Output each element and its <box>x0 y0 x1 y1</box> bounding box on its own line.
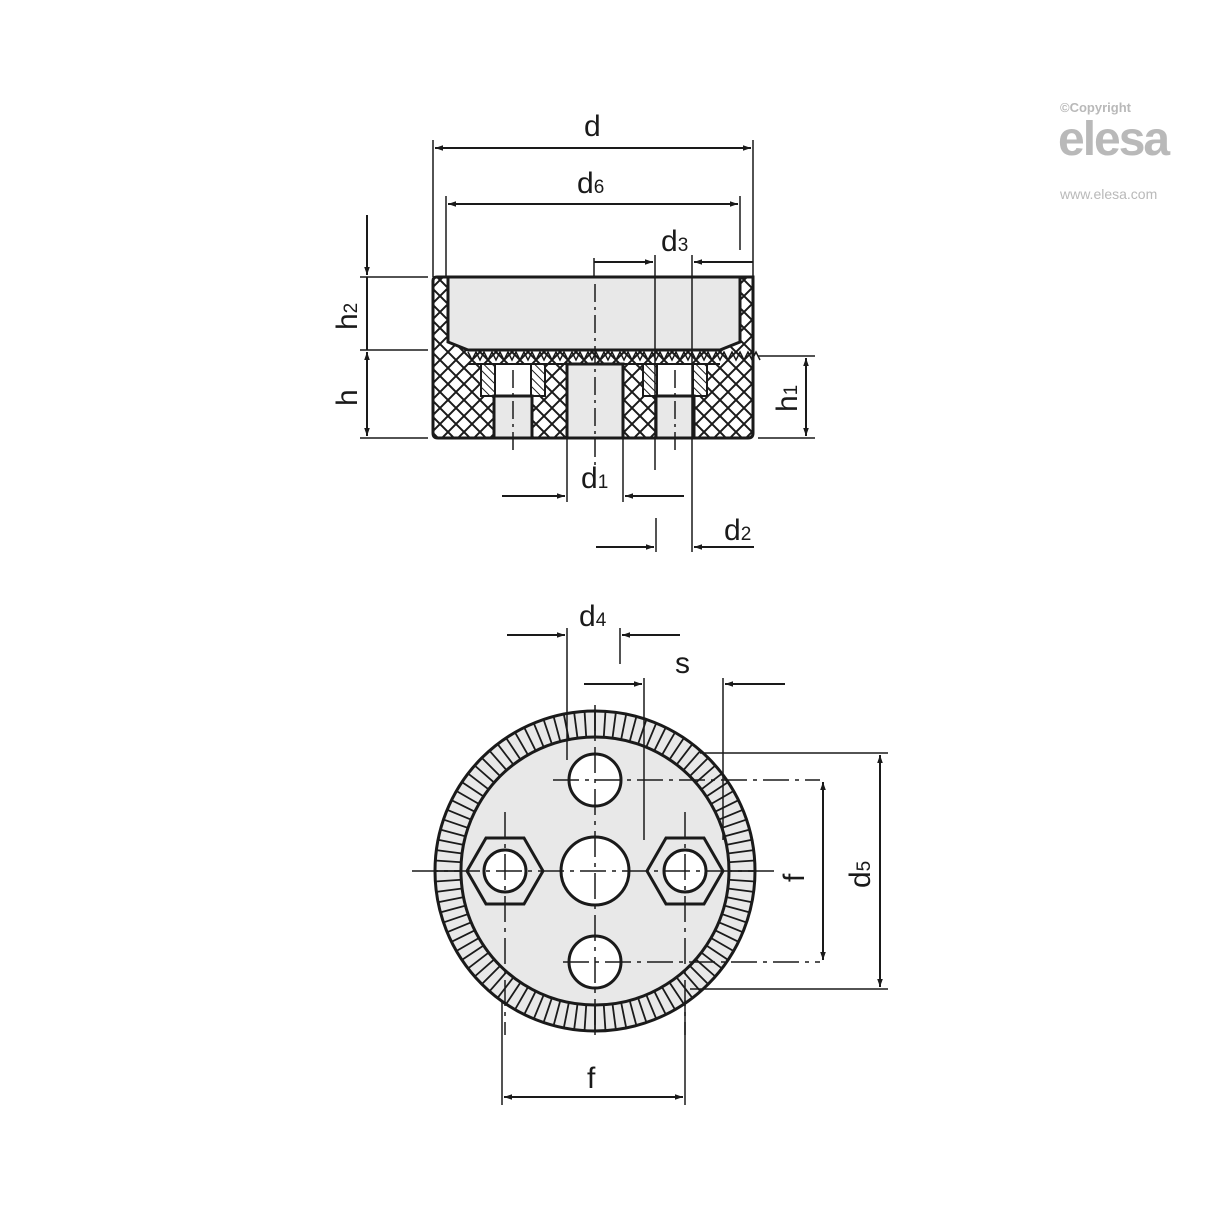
label-s: s <box>675 647 690 680</box>
label-h2: h2 <box>331 303 364 330</box>
label-d5: d5 <box>844 861 877 888</box>
label-f-vertical: f <box>778 873 811 882</box>
label-d: d <box>584 110 601 143</box>
top-recess <box>446 275 742 352</box>
label-h: h <box>331 389 364 406</box>
label-d2: d2 <box>724 514 751 547</box>
serration <box>467 350 761 362</box>
label-d1: d1 <box>581 462 608 495</box>
label-d4: d4 <box>579 600 607 633</box>
plan-view <box>412 628 888 1105</box>
watermark-url: www.elesa.com <box>1060 186 1158 202</box>
label-d3: d3 <box>661 225 688 258</box>
right-insert-sleeve-b <box>692 363 708 397</box>
section-view <box>360 140 815 552</box>
knurl-lines <box>435 711 755 1031</box>
elesa-logo: elesa <box>1058 113 1170 166</box>
label-f-horizontal: f <box>587 1062 596 1095</box>
label-h1: h1 <box>771 385 804 412</box>
left-insert-sleeve-b <box>530 363 546 397</box>
left-insert-sleeve-a <box>480 363 496 397</box>
label-d6: d6 <box>577 167 604 200</box>
watermark-copyright: ©Copyright <box>1060 100 1131 115</box>
